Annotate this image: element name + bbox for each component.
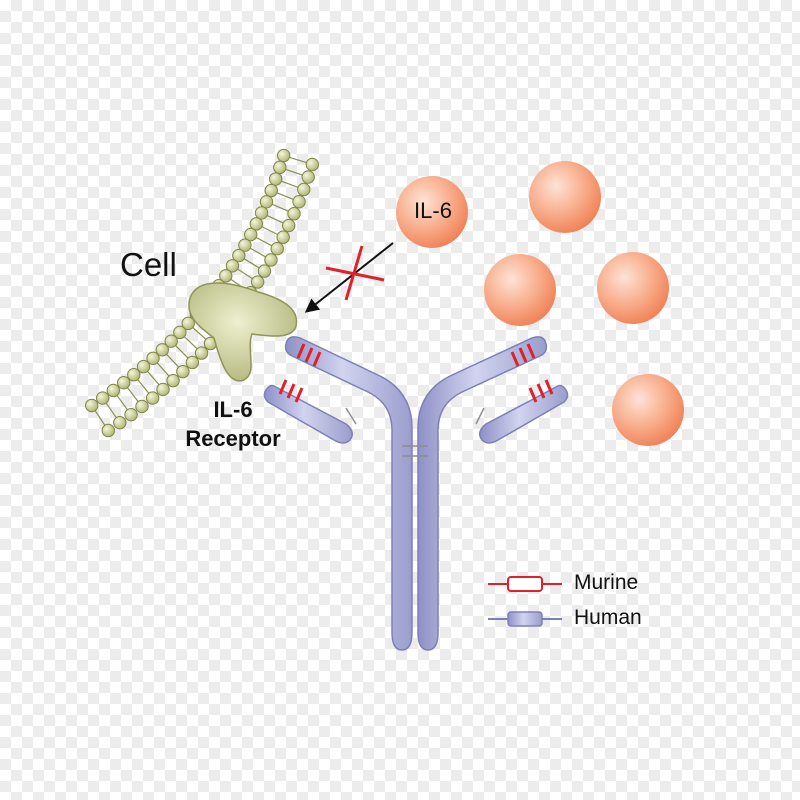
lipid-head [166,373,180,388]
lipid-head [95,391,110,405]
lipid-head [113,415,127,430]
lipid-head [297,182,311,197]
cell-label: Cell [120,246,177,283]
il6-sphere [484,254,556,326]
block-cross-icon [325,245,385,301]
antibody [263,336,569,651]
il6-receptor [188,282,298,382]
lipid-head [145,391,160,405]
lipid-head [254,206,269,220]
antibody-light-chain-left [263,384,353,444]
lipid-head [259,195,274,209]
lipid-head [117,375,131,390]
lipid-head [292,194,306,209]
lipid-head [173,325,187,340]
lipid-head [135,399,149,414]
il6-label: IL-6 [414,198,452,223]
lipid-head [136,359,151,374]
lipid-head [270,242,284,256]
lipid-head [101,423,115,438]
il6-sphere [597,252,669,324]
lipid-head [301,170,315,184]
il6-sphere [612,374,684,446]
lipid-head [282,218,296,233]
murine-cdr-bands [278,343,554,403]
lipid-head [225,259,240,273]
cell-membrane [85,148,320,438]
il6-molecules [396,161,684,446]
lipid-head [305,157,320,172]
lipid-head [238,238,252,252]
lipid-head [264,183,278,198]
antibody-heavy-chain-left [284,336,413,651]
lipid-head [249,217,263,231]
lipid-head [264,253,278,267]
lipid-head [106,383,121,398]
legend-murine-label: Murine [574,571,639,594]
antibody-heavy-chain-right [417,336,548,651]
il6-receptor-label: IL-6 Receptor [168,395,298,453]
lipid-head [127,368,141,382]
il6-receptor-label-line2: Receptor [185,426,281,451]
lipid-head [268,172,283,186]
lipid-head [276,148,291,163]
lipid-head [250,275,265,289]
legend-murine-swatch [488,576,562,592]
lipid-head [156,382,170,397]
lipid-head [244,227,258,242]
disulfide-bonds [345,407,485,457]
lipid-head [185,355,200,370]
blocked-binding-arrow [304,242,394,313]
lipid-head [273,160,287,175]
il6-sphere [529,161,601,233]
lipid-head [194,346,209,360]
legend-human-label: Human [574,606,642,629]
lipid-head [287,207,301,221]
lipid-head [257,264,272,278]
antibody-light-chain-right [479,384,569,444]
il6-receptor-label-line1: IL-6 [213,397,253,422]
lipid-head [124,407,138,422]
lipid-head [181,316,195,331]
lipid-head [219,269,233,283]
lipid-head [276,230,290,244]
legend-human-swatch [488,611,562,627]
il6-sphere-labeled [396,176,468,248]
lipid-head [146,351,160,365]
lipid-head [85,398,99,413]
lipid-head [232,248,246,263]
lipid-head [176,364,190,379]
lipid-head [155,343,169,357]
lipid-head [164,334,178,348]
legend [488,576,562,627]
